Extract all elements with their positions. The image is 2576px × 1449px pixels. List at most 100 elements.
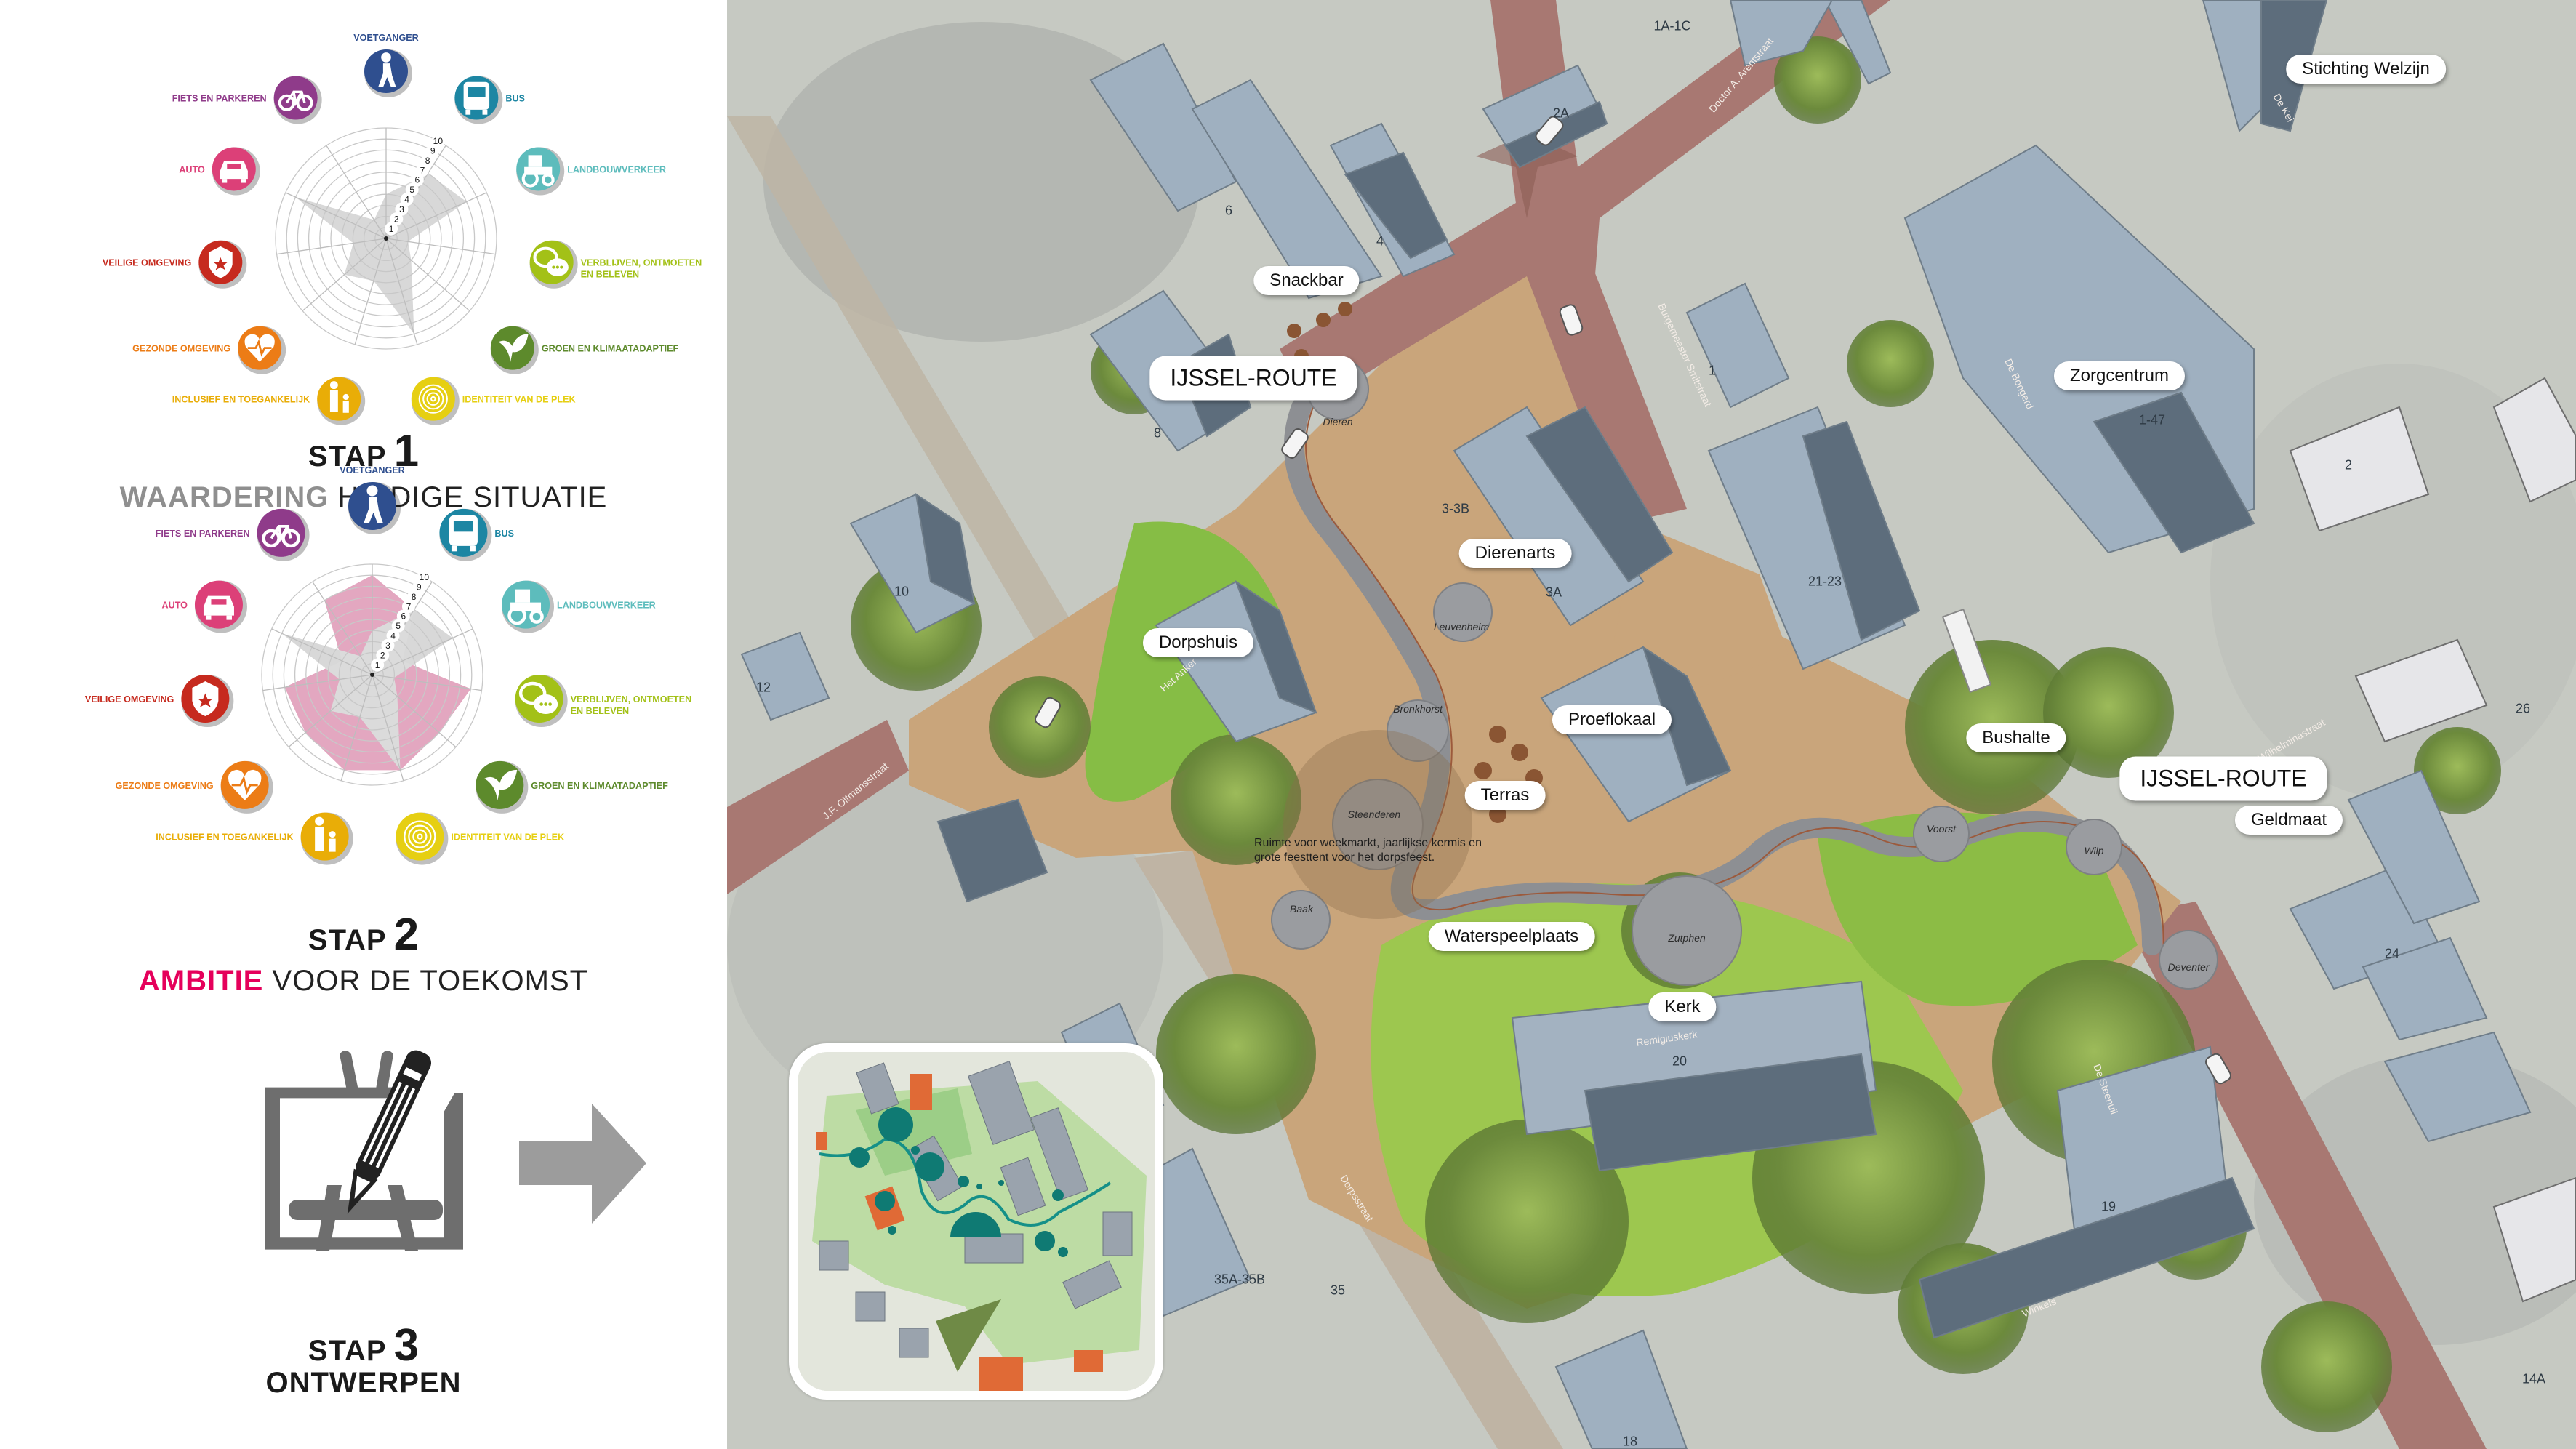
svg-text:10: 10: [420, 572, 430, 582]
police-badge-icon: [181, 675, 234, 728]
label-waterspeelplaats[interactable]: Waterspeelplaats: [1428, 922, 1595, 951]
svg-text:1: 1: [389, 224, 394, 234]
building-number: 35A-35B: [1213, 1272, 1266, 1287]
axis-label: LANDBOUWVERKEER: [557, 601, 656, 611]
stap-number: 3: [393, 1320, 420, 1370]
svg-text:9: 9: [417, 582, 422, 592]
svg-text:6: 6: [401, 611, 406, 622]
label-dorpshuis[interactable]: Dorpshuis: [1142, 628, 1254, 657]
svg-text:7: 7: [406, 601, 412, 611]
axis-label: GEZONDE OMGEVING: [116, 781, 214, 791]
people-icon: [300, 812, 353, 865]
label-dierenarts[interactable]: Dierenarts: [1458, 539, 1572, 568]
concept-map-image: [798, 1052, 1155, 1391]
svg-text:4: 4: [404, 195, 409, 205]
axis-label: VEILIGE OMGEVING: [103, 258, 192, 268]
leaves-icon: [476, 760, 529, 814]
label-bushalte[interactable]: Bushalte: [1966, 723, 2066, 752]
easel-pencil-icon: [258, 1040, 483, 1258]
fingerprint-icon: [411, 377, 460, 425]
police-badge-icon: [198, 240, 247, 289]
svg-text:9: 9: [430, 145, 436, 156]
bicycle-icon: [273, 76, 322, 124]
axis-label: AUTO: [179, 164, 205, 174]
label-kerk[interactable]: Kerk: [1648, 992, 1717, 1021]
label-proeflokaal[interactable]: Proeflokaal: [1552, 705, 1672, 734]
pedestrian-icon: [348, 482, 401, 534]
building-number: 24: [2384, 946, 2400, 961]
building-number: 35: [1330, 1283, 1346, 1298]
car-icon: [212, 147, 260, 196]
bicycle-icon: [257, 508, 310, 561]
building-number: 18: [1622, 1434, 1638, 1449]
building-number: 6: [1224, 203, 1233, 218]
plaza-name: Steenderen: [1347, 808, 1401, 820]
speech-bubbles-icon: [529, 240, 578, 289]
building-number: 26: [2515, 701, 2531, 716]
tractor-icon: [516, 147, 565, 196]
label-stichting-welzijn[interactable]: Stichting Welzijn: [2286, 55, 2446, 84]
axis-label: EN BELEVEN: [581, 269, 639, 279]
fingerprint-icon: [396, 812, 449, 865]
label-ijssel-route-east[interactable]: IJSSEL-ROUTE: [2119, 756, 2327, 801]
axis-label: BUS: [494, 529, 514, 539]
stap-word: STAP: [308, 441, 387, 473]
building-number: 14A: [2521, 1371, 2546, 1386]
stap-2-highlight: AMBITIE: [138, 965, 264, 997]
axis-label: VERBLIJVEN, ONTMOETEN: [571, 694, 692, 705]
label-ijssel-route-north[interactable]: IJSSEL-ROUTE: [1149, 356, 1357, 401]
axis-label: VERBLIJVEN, ONTMOETEN: [581, 258, 702, 268]
label-zorgcentrum[interactable]: Zorgcentrum: [2053, 361, 2186, 390]
axis-label: FIETS EN PARKEREN: [156, 529, 250, 539]
stap-2-rest: VOOR DE TOEKOMST: [263, 965, 589, 997]
stap-1-highlight: WAARDERING: [119, 481, 329, 513]
axis-label: GEZONDE OMGEVING: [132, 344, 230, 354]
axis-label: INCLUSIEF EN TOEGANKELIJK: [156, 832, 293, 843]
building-number: 3-3B: [1441, 501, 1470, 516]
axis-label: LANDBOUWVERKEER: [567, 164, 666, 174]
stap-word: STAP: [308, 1335, 387, 1367]
building-number: 4: [1376, 233, 1384, 249]
plaza-name: Dieren: [1323, 416, 1353, 428]
axis-label: VOETGANGER: [340, 465, 405, 475]
building-number: 1A-1C: [1653, 18, 1691, 33]
label-geldmaat[interactable]: Geldmaat: [2234, 806, 2343, 835]
site-plan-map: 6 4 8 10 12 2A 1A-1C 1 1-47 2 26 3-3B 3A…: [727, 0, 2576, 1449]
tractor-icon: [502, 580, 555, 633]
plaza-name: Wilp: [2084, 845, 2104, 856]
market-space-note: Ruimte voor weekmarkt, jaarlijkse kermis…: [1254, 837, 1482, 864]
building-number: 2A: [1552, 105, 1570, 121]
plaza-name: Bronkhorst: [1393, 703, 1443, 715]
bus-icon: [439, 508, 492, 561]
plaza-name: Leuvenheim: [1433, 621, 1490, 633]
label-snackbar[interactable]: Snackbar: [1253, 266, 1360, 295]
building-number: 2: [2344, 457, 2353, 473]
speech-bubbles-icon: [515, 675, 568, 728]
svg-text:5: 5: [396, 621, 401, 631]
axis-label: AUTO: [162, 601, 188, 611]
svg-text:1: 1: [375, 660, 380, 670]
svg-text:8: 8: [425, 156, 430, 166]
axis-label: IDENTITEIT VAN DE PLEK: [462, 395, 576, 405]
svg-text:3: 3: [399, 204, 404, 214]
heart-pulse-icon: [238, 326, 286, 374]
building-number: 21-23: [1807, 574, 1842, 589]
arrow-right-icon: [519, 1104, 646, 1224]
svg-text:3: 3: [385, 641, 390, 651]
axis-label: VEILIGE OMGEVING: [85, 694, 174, 705]
plaza-name: Voorst: [1927, 823, 1956, 835]
label-terras[interactable]: Terras: [1464, 781, 1546, 810]
axis-label: EN BELEVEN: [571, 706, 629, 716]
car-icon: [194, 580, 247, 633]
svg-text:8: 8: [412, 592, 417, 602]
stap-number: 1: [393, 426, 420, 476]
building-number: 1-47: [2138, 412, 2166, 428]
svg-text:5: 5: [409, 185, 414, 195]
